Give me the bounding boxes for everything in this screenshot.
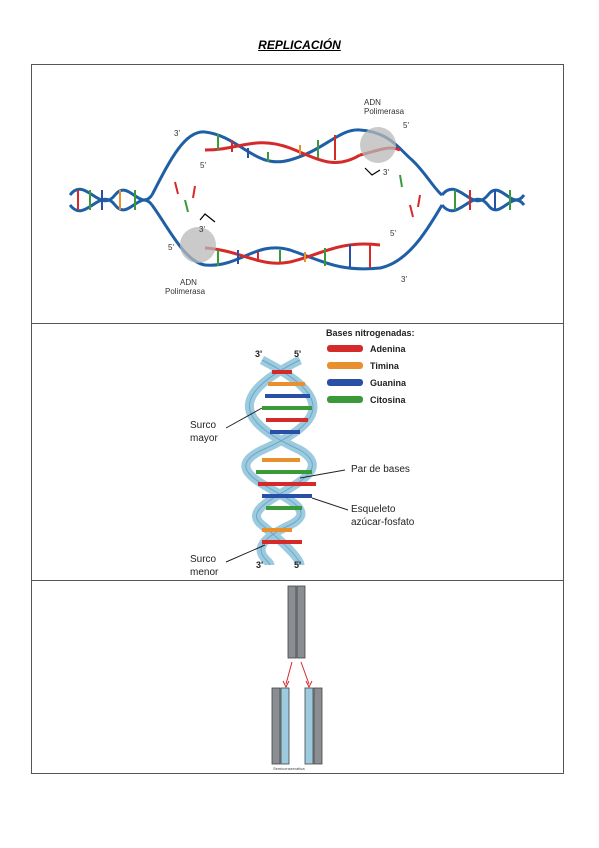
prime-label: 3' <box>401 275 407 284</box>
polymerase-top-label: ADN <box>364 98 381 107</box>
parent-helix-right <box>440 187 526 213</box>
prime-label: 5' <box>390 229 396 238</box>
bottom-3-prime: 3' <box>256 560 263 570</box>
semiconservative-caption: Semiconservativa <box>273 766 305 771</box>
prime-label: 3' <box>383 168 389 177</box>
arrow-icon <box>300 661 310 685</box>
legend-swatch-adenina <box>327 345 363 352</box>
esqueleto-label: azúcar-fosfato <box>351 517 415 528</box>
page-title: REPLICACIÓN <box>258 38 341 52</box>
new-strand <box>280 687 290 765</box>
base-pairs <box>77 134 511 268</box>
surco-menor-label: Surco <box>190 554 217 565</box>
legend-swatch-citosina <box>327 396 363 403</box>
legend-label: Guanina <box>370 378 407 388</box>
polymerase-bottom <box>180 227 216 263</box>
prime-label: 5' <box>200 161 206 170</box>
legend-swatch-guanina <box>327 379 363 386</box>
new-strand <box>304 687 314 765</box>
par-de-bases-label: Par de bases <box>351 464 410 475</box>
old-strand <box>271 687 281 765</box>
prime-label: 5' <box>403 121 409 130</box>
polymerase-bottom-label: ADN <box>180 278 197 287</box>
prime-label: 3' <box>199 225 205 234</box>
legend-label: Timina <box>370 361 400 371</box>
prime-label: 5' <box>168 243 174 252</box>
bottom-5-prime: 5' <box>294 560 301 570</box>
legend: Adenina Timina Guanina Citosina <box>327 344 407 405</box>
esqueleto-label: Esqueleto <box>351 504 396 515</box>
parent-helix-left <box>68 187 154 213</box>
annotation-lines <box>225 407 349 563</box>
top-3-prime: 3' <box>255 349 262 359</box>
arrow-icon <box>282 680 290 689</box>
arrow-icon <box>285 661 293 685</box>
legend-label: Citosina <box>370 395 406 405</box>
free-nucleotides <box>174 174 421 218</box>
parent-strand <box>296 585 306 659</box>
panel-divider <box>31 580 564 581</box>
polymerase-top-label: Polimerasa <box>364 107 405 116</box>
panel-divider <box>31 323 564 324</box>
parent-strand <box>287 585 297 659</box>
legend-swatch-timina <box>327 362 363 369</box>
prime-label: 3' <box>174 129 180 138</box>
surco-mayor-label: mayor <box>190 433 218 444</box>
arrow-icon <box>364 167 381 176</box>
legend-label: Adenina <box>370 344 406 354</box>
base-pair-rungs <box>256 370 316 544</box>
old-strand <box>313 687 323 765</box>
polymerase-bottom-label: Polimerasa <box>165 287 206 296</box>
arrow-icon <box>199 213 216 223</box>
top-5-prime: 5' <box>294 349 301 359</box>
figure-frame <box>31 64 564 774</box>
surco-mayor-label: Surco <box>190 420 217 431</box>
arrow-icon <box>305 680 313 689</box>
polymerase-top <box>360 127 396 163</box>
surco-menor-label: menor <box>190 567 219 578</box>
legend-title: Bases nitrogenadas: <box>326 328 415 338</box>
